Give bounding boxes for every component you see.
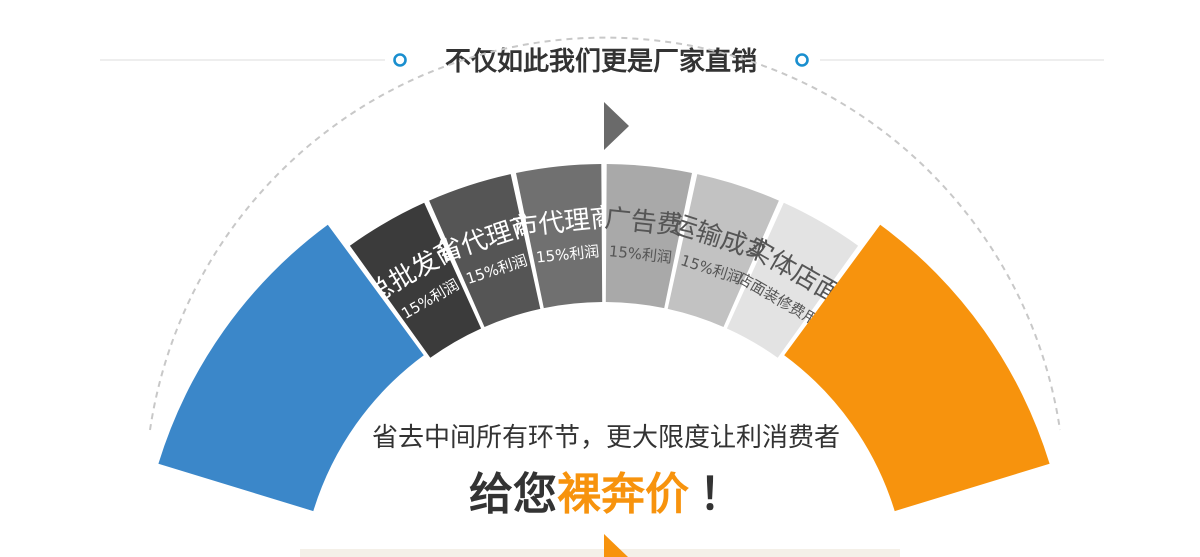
top-arrow-icon [604, 102, 629, 150]
bottom-arrow-icon [604, 534, 628, 557]
header-title: 不仅如此我们更是厂家直销 [445, 46, 757, 77]
segment-1 [349, 202, 482, 358]
segment-5 [667, 174, 779, 327]
message-line2: 给您裸奔价！ [469, 469, 743, 520]
message-line1: 省去中间所有环节，更大限度让利消费者 [372, 423, 840, 453]
segment-2 [429, 174, 541, 327]
right-end-label: 消费者 [949, 514, 1051, 554]
segment-4 [605, 164, 692, 309]
message-line2-prefix: 给您 [469, 469, 557, 520]
bottom-band [300, 549, 900, 557]
segment-6 [726, 202, 859, 358]
message-line2-highlight: 裸奔价 [557, 469, 689, 520]
dashed-outer-arc [149, 36, 1061, 431]
left-end-block [158, 224, 424, 512]
segment-3 [516, 164, 603, 309]
left-end-label: 我们 [167, 514, 235, 554]
header-ring-right-icon [795, 53, 809, 67]
message-line2-suffix: ！ [699, 469, 743, 520]
right-end-block [784, 224, 1050, 512]
header-ring-left-icon [393, 53, 407, 67]
